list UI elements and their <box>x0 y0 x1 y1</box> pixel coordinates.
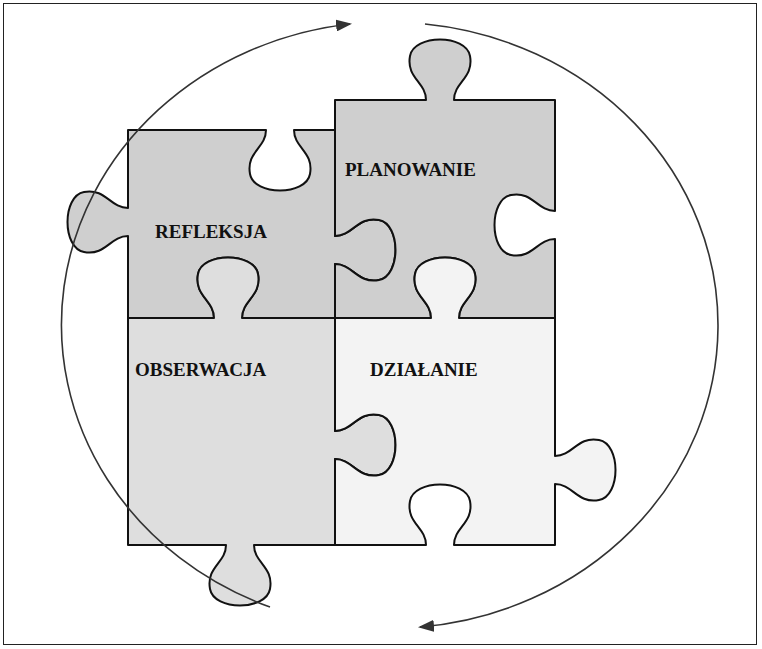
puzzle-piece: OBSERWACJA <box>53 243 410 620</box>
piece-label: DZIAŁANIE <box>370 360 478 381</box>
puzzle-piece: DZIAŁANIE <box>260 243 630 620</box>
piece-label: REFLEKSJA <box>155 222 267 243</box>
puzzle-shape <box>128 258 396 606</box>
cycle-arc <box>61 24 350 607</box>
piece-label: PLANOWANIE <box>345 160 476 181</box>
puzzle-shape <box>335 258 616 546</box>
piece-label: OBSERWACJA <box>135 360 266 381</box>
cycle-arc <box>420 24 718 627</box>
puzzle-outline <box>260 243 630 620</box>
puzzle-outline <box>53 243 410 620</box>
